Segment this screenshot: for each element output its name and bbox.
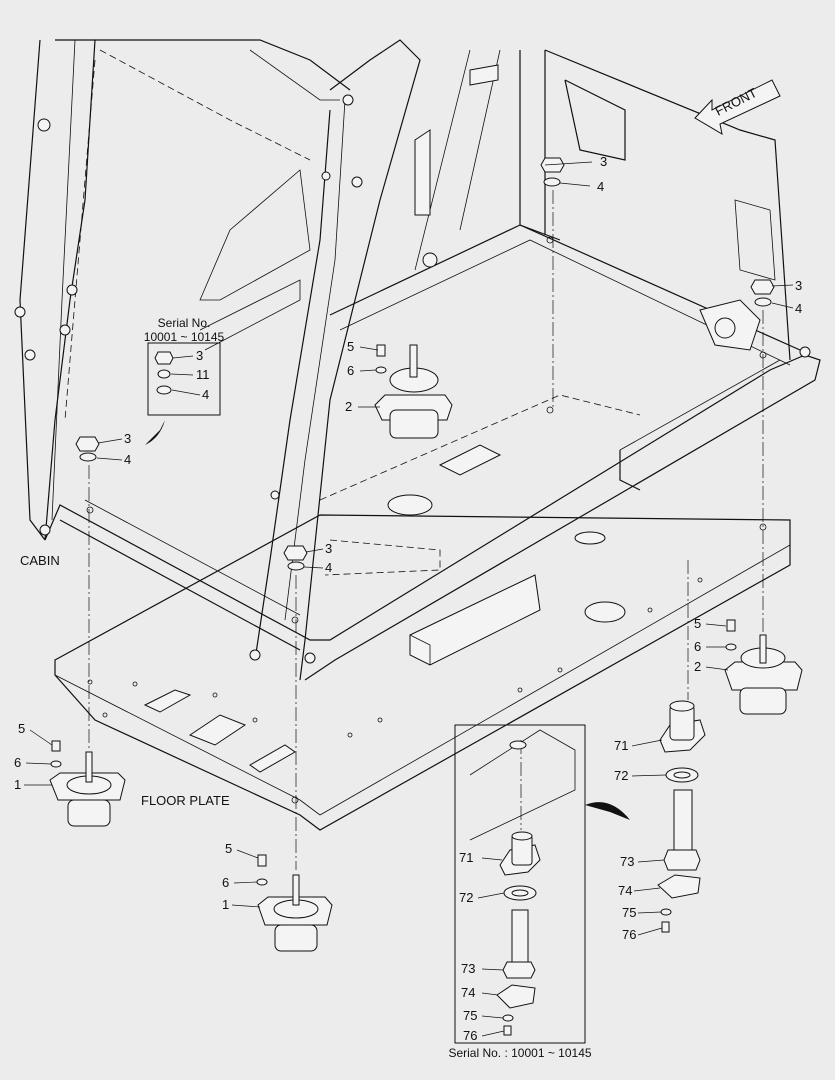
nut-washer-parts xyxy=(75,157,775,571)
callout-3: 3 xyxy=(196,348,203,363)
callout-5: 5 xyxy=(18,721,25,736)
callout-76: 76 xyxy=(622,927,636,942)
callout-3: 3 xyxy=(795,278,802,293)
callout-75: 75 xyxy=(463,1008,477,1023)
callout-6: 6 xyxy=(14,755,21,770)
callout-1: 1 xyxy=(14,777,21,792)
callout-75: 75 xyxy=(622,905,636,920)
callout-6: 6 xyxy=(222,875,229,890)
callout-71: 71 xyxy=(614,738,628,753)
serial-box xyxy=(145,342,221,445)
callout-5: 5 xyxy=(347,339,354,354)
floor-plate-label: FLOOR PLATE xyxy=(141,793,230,808)
callout-2: 2 xyxy=(694,659,701,674)
callout-6: 6 xyxy=(347,363,354,378)
callout-4: 4 xyxy=(124,452,131,467)
callout-5: 5 xyxy=(225,841,232,856)
mount-front xyxy=(256,854,333,952)
callout-1: 1 xyxy=(222,897,229,912)
callout-6: 6 xyxy=(694,639,701,654)
callout-2: 2 xyxy=(345,399,352,414)
callout-3: 3 xyxy=(600,154,607,169)
inset-serial-label: Serial No. : 10001 ~ 10145 xyxy=(448,1046,591,1060)
callout-3: 3 xyxy=(124,431,131,446)
callout-4: 4 xyxy=(795,301,802,316)
callout-11: 11 xyxy=(196,367,210,382)
cabin-label: CABIN xyxy=(20,553,60,568)
callout-74: 74 xyxy=(618,883,632,898)
labels: CABIN FLOOR PLATE Serial No. 10001 ~ 101… xyxy=(14,154,802,1060)
inset-box xyxy=(454,724,586,1044)
mount-right xyxy=(724,619,803,715)
callout-73: 73 xyxy=(461,961,475,976)
cabin-frame xyxy=(14,39,821,681)
leader-lines xyxy=(24,161,794,1037)
callout-71: 71 xyxy=(459,850,473,865)
serial-box-title-line2: 10001 ~ 10145 xyxy=(144,330,225,344)
callout-74: 74 xyxy=(461,985,475,1000)
mount-left xyxy=(49,740,126,827)
callout-73: 73 xyxy=(620,854,634,869)
floor-plate xyxy=(54,236,791,831)
center-lines xyxy=(88,190,764,870)
callout-4: 4 xyxy=(325,560,332,575)
callout-72: 72 xyxy=(614,768,628,783)
serial-box-title-line1: Serial No. xyxy=(158,316,211,330)
callout-5: 5 xyxy=(694,616,701,631)
callout-76: 76 xyxy=(463,1028,477,1043)
callout-4: 4 xyxy=(202,387,209,402)
callout-72: 72 xyxy=(459,890,473,905)
callout-3: 3 xyxy=(325,541,332,556)
front-arrow: FRONT xyxy=(694,79,781,136)
exploded-stack-right xyxy=(585,700,706,933)
callout-4: 4 xyxy=(597,179,604,194)
mount-center xyxy=(374,344,453,439)
